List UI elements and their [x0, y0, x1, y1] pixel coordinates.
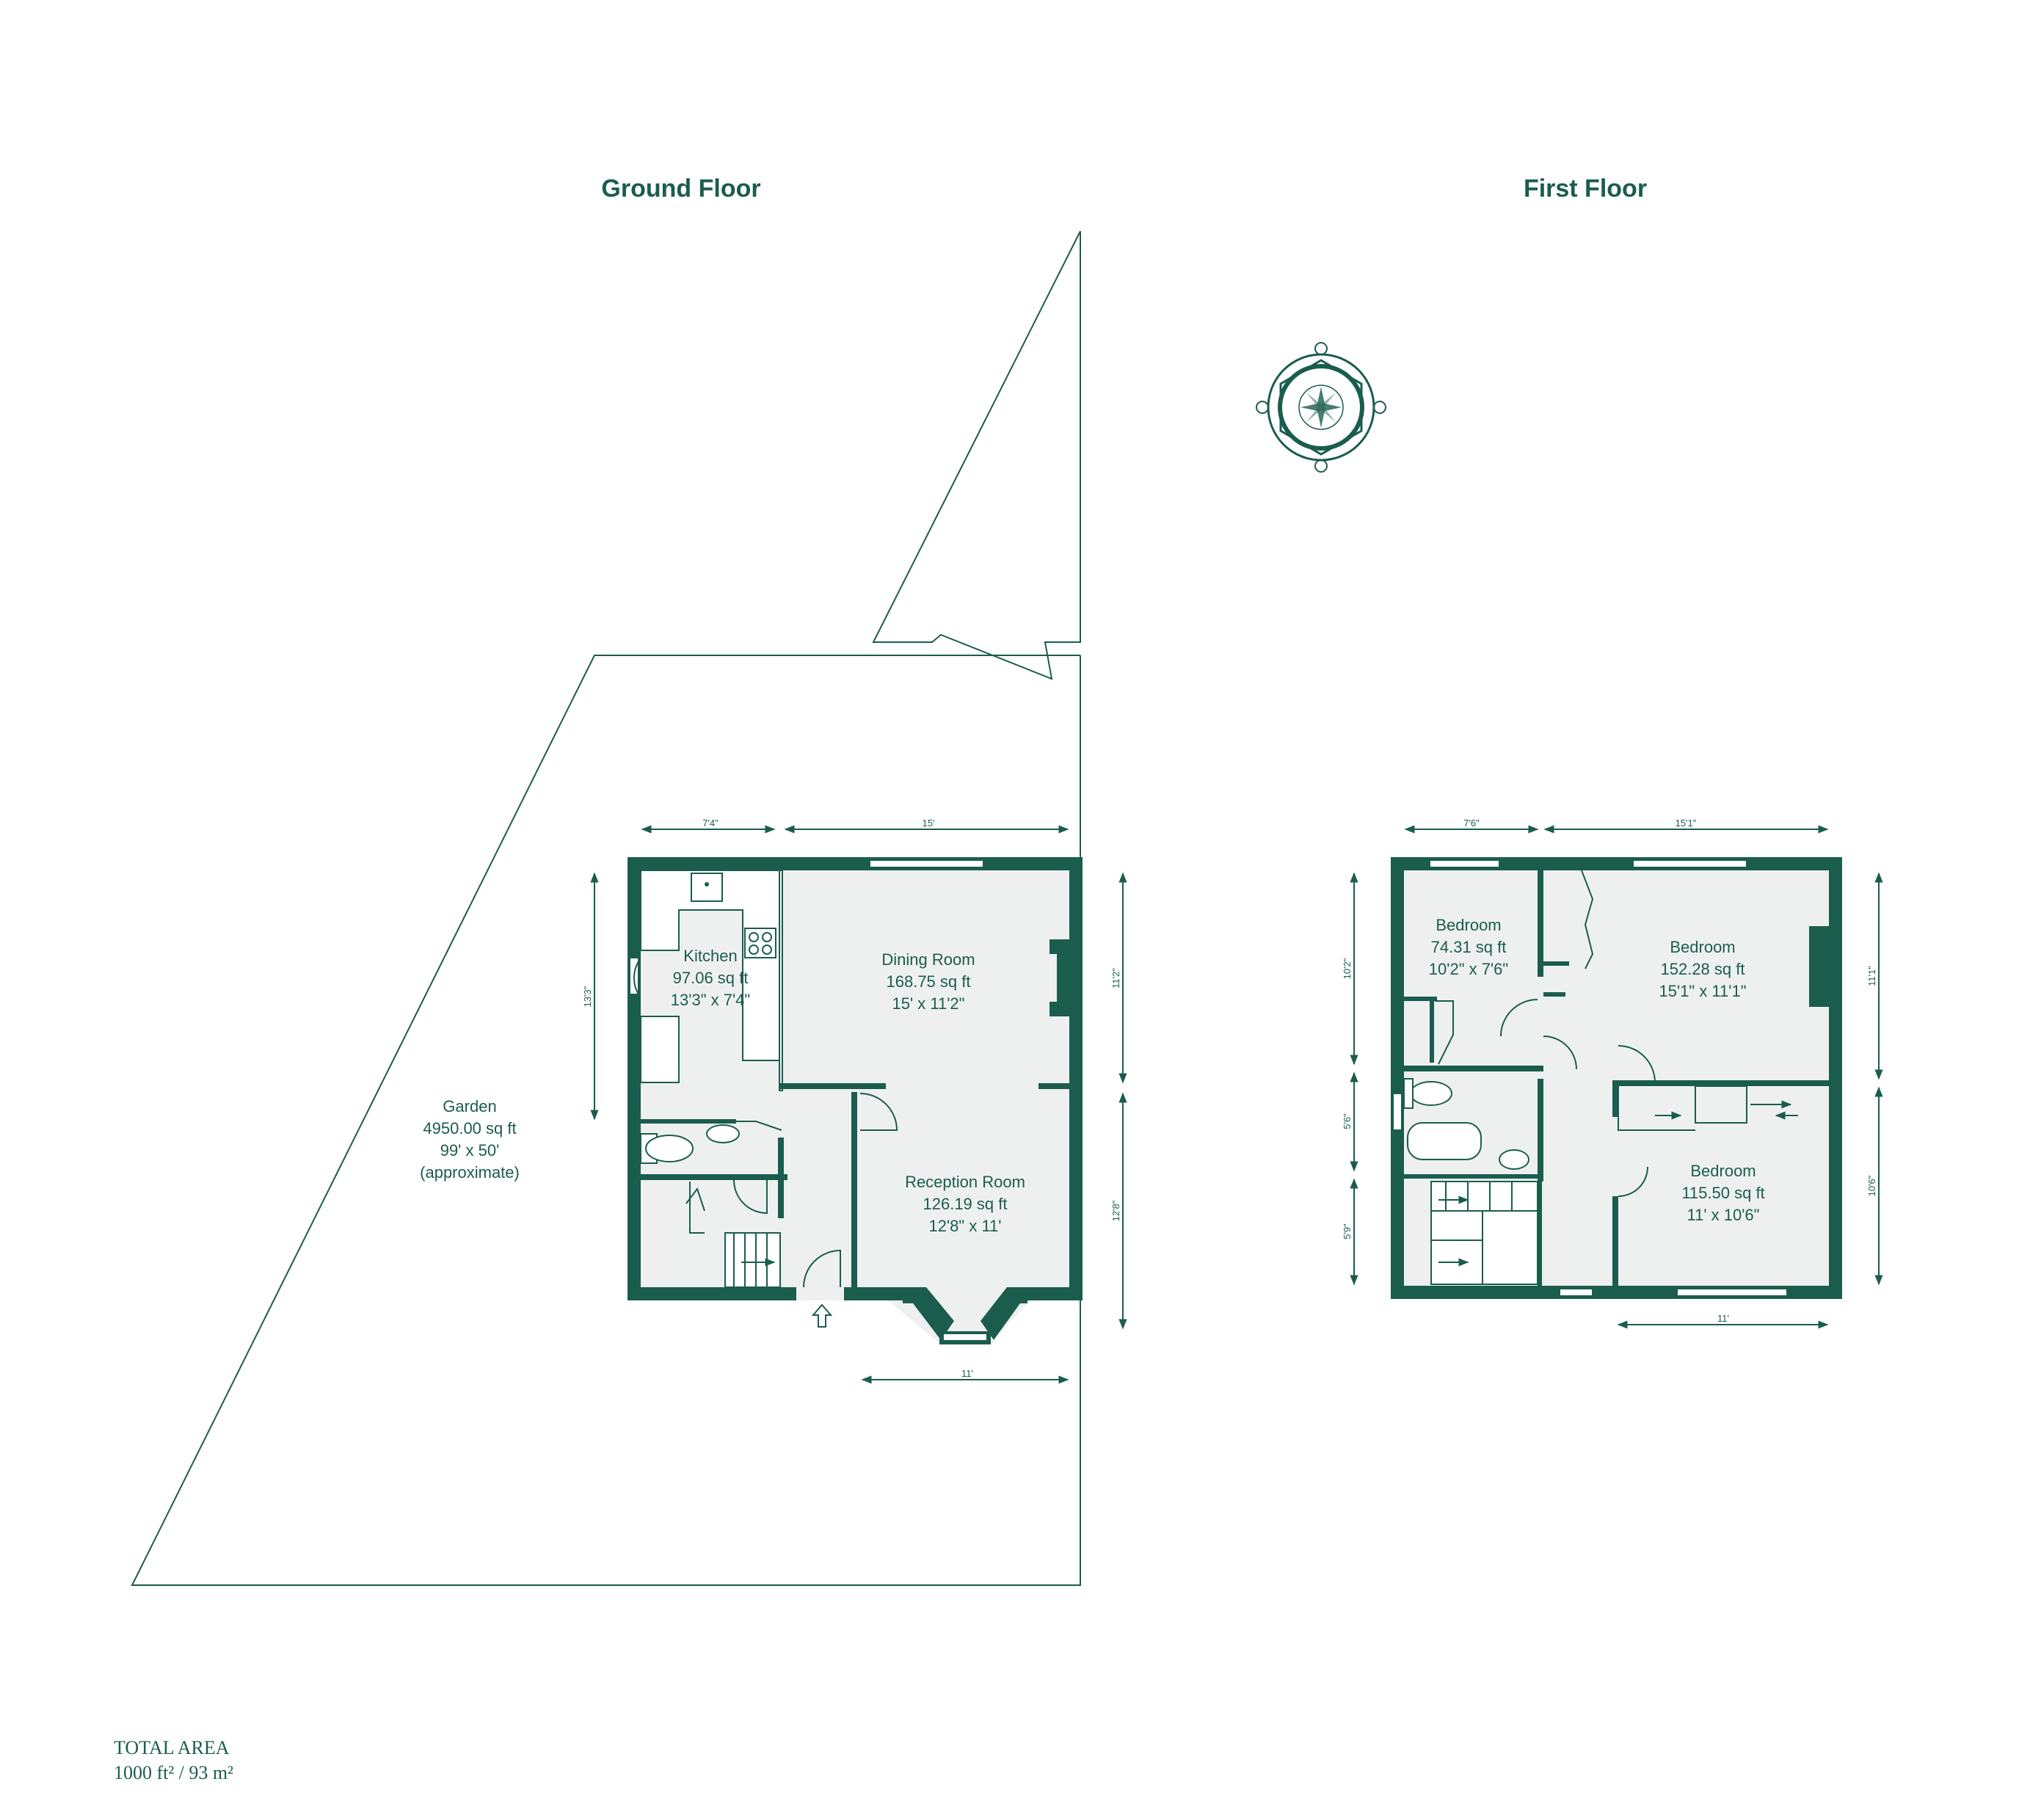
dim-ff-top-right: 15'1": [1676, 818, 1697, 829]
dining-room-dims: 15' x 11'2": [892, 994, 965, 1013]
dim-gf-top-right: 15': [923, 818, 935, 829]
kitchen-dims: 13'3" x 7'4": [671, 991, 750, 1009]
kitchen-name: Kitchen: [683, 947, 737, 965]
entrance-arrow-icon: [811, 1303, 833, 1328]
ground-floor-stairs: [724, 1232, 781, 1288]
dim-ff-bottom: 11': [1717, 1313, 1729, 1324]
bedroom-rear-name: Bedroom: [1690, 1162, 1756, 1180]
dim-ff-right-lower: 10'6": [1866, 1175, 1877, 1196]
first-floor-plan: [1391, 857, 1842, 1299]
total-area-label: TOTAL AREA: [114, 1737, 230, 1758]
dim-gf-bottom: 11': [961, 1368, 973, 1379]
garden-note: (approximate): [420, 1163, 520, 1182]
dim-ff-top-left: 7'6": [1463, 818, 1480, 829]
garden-name: Garden: [443, 1097, 496, 1115]
bedroom-small-area: 74.31 sq ft: [1431, 938, 1507, 956]
dim-gf-right-upper: 11'2": [1110, 968, 1121, 989]
dim-gf-left: 13'3": [582, 986, 593, 1007]
dim-gf-top-left: 7'4": [702, 818, 718, 829]
ground-floor-dimension-lines: [590, 825, 1127, 1384]
reception-room-dims: 12'8" x 11': [929, 1217, 1002, 1235]
dim-ff-right-upper: 11'1": [1866, 966, 1877, 986]
bedroom-rear-dims: 11' x 10'6": [1687, 1206, 1760, 1224]
first-floor-dimension-lines: [1350, 825, 1883, 1329]
garden-area: 4950.00 sq ft: [423, 1119, 516, 1138]
dim-ff-left-upper: 10'2": [1342, 958, 1353, 979]
ground-floor-plan: [627, 857, 1083, 1344]
total-area-value: 1000 ft² / 93 m²: [114, 1762, 233, 1783]
compass-rose-icon: [1256, 342, 1386, 473]
bedroom-large-dims: 15'1" x 11'1": [1659, 982, 1746, 1000]
bedroom-rear-area: 115.50 sq ft: [1681, 1184, 1764, 1202]
first-floor-title: First Floor: [1524, 175, 1647, 203]
bedroom-large-name: Bedroom: [1670, 938, 1735, 956]
ground-floor-title: Ground Floor: [601, 175, 760, 203]
reception-room-area: 126.19 sq ft: [923, 1195, 1008, 1213]
bedroom-large-area: 152.28 sq ft: [1661, 960, 1745, 978]
dim-gf-right-lower: 12'8": [1110, 1200, 1121, 1221]
dining-room-area: 168.75 sq ft: [887, 972, 971, 991]
garden-dims: 99' x 50': [440, 1141, 500, 1160]
reception-room-name: Reception Room: [905, 1173, 1025, 1191]
first-floor-stairs: [1430, 1181, 1538, 1285]
bedroom-small-dims: 10'2" x 7'6": [1429, 960, 1508, 978]
kitchen-area: 97.06 sq ft: [673, 969, 749, 987]
dim-ff-left-lower: 5'9": [1342, 1223, 1353, 1240]
bedroom-small-name: Bedroom: [1436, 916, 1501, 934]
dim-ff-left-mid: 5'6": [1342, 1113, 1353, 1129]
dining-room-name: Dining Room: [881, 950, 975, 969]
